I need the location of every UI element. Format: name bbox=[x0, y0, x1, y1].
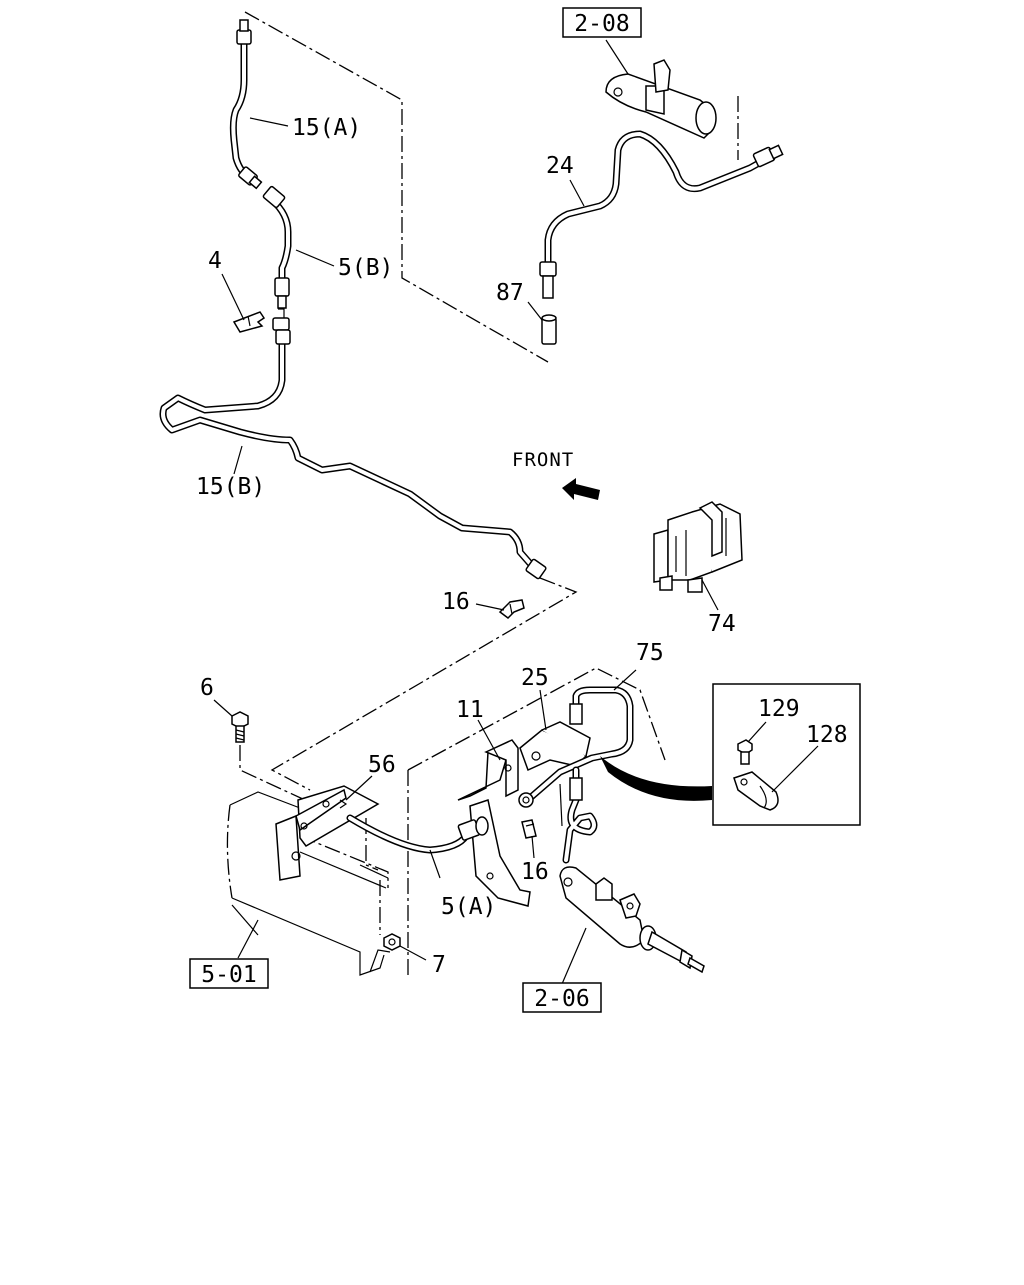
label-11: 11 bbox=[456, 697, 484, 723]
label-5b: 5(B) bbox=[338, 255, 393, 281]
detail-inset bbox=[600, 683, 861, 826]
label-56: 56 bbox=[368, 752, 396, 778]
label-16-top: 16 bbox=[442, 589, 470, 615]
clip-16-bottom bbox=[521, 819, 537, 839]
clip-16-top bbox=[498, 599, 525, 619]
ref-label-5-01: 5-01 bbox=[201, 962, 256, 988]
pipe-75 bbox=[526, 686, 634, 864]
ref-box-5-01 bbox=[189, 958, 269, 989]
label-15a: 15(A) bbox=[292, 115, 361, 141]
label-25: 25 bbox=[521, 665, 549, 691]
label-4: 4 bbox=[208, 248, 222, 274]
label-128: 128 bbox=[806, 722, 848, 748]
front-arrow-icon bbox=[562, 478, 600, 500]
grommet bbox=[518, 792, 534, 808]
label-16-bottom: 16 bbox=[521, 859, 549, 885]
slave-cylinder bbox=[559, 866, 705, 974]
label-leaders bbox=[213, 39, 819, 985]
ref-box-2-08 bbox=[562, 7, 642, 38]
pipe-15a bbox=[229, 19, 263, 190]
bracket-56 bbox=[275, 785, 380, 881]
label-15b: 15(B) bbox=[196, 474, 265, 500]
label-24: 24 bbox=[546, 153, 574, 179]
ref-box-2-06 bbox=[522, 982, 602, 1013]
hose-5b bbox=[262, 185, 292, 331]
bracket-74 bbox=[653, 501, 743, 593]
ref-label-2-08: 2-08 bbox=[574, 11, 629, 37]
label-87: 87 bbox=[496, 280, 524, 306]
union-87 bbox=[541, 314, 557, 345]
flare-nut bbox=[236, 29, 252, 45]
bolt-6 bbox=[231, 711, 249, 743]
nut-7 bbox=[383, 933, 401, 951]
clip-4 bbox=[232, 311, 266, 333]
leader-lines bbox=[239, 11, 739, 975]
label-75: 75 bbox=[636, 640, 664, 666]
front-label: FRONT bbox=[512, 449, 574, 471]
pipe-24 bbox=[539, 130, 784, 299]
ref-label-2-06: 2-06 bbox=[534, 986, 589, 1012]
flare-tip bbox=[239, 19, 249, 32]
master-cylinder bbox=[605, 59, 717, 139]
label-74: 74 bbox=[708, 611, 736, 637]
label-6: 6 bbox=[200, 675, 214, 701]
hose-5a bbox=[346, 814, 489, 854]
frame-rail bbox=[226, 791, 391, 976]
label-129: 129 bbox=[758, 696, 800, 722]
label-5a: 5(A) bbox=[441, 894, 496, 920]
bracket-25 bbox=[519, 721, 591, 772]
pipe-15b bbox=[159, 329, 547, 580]
label-7: 7 bbox=[432, 952, 446, 978]
